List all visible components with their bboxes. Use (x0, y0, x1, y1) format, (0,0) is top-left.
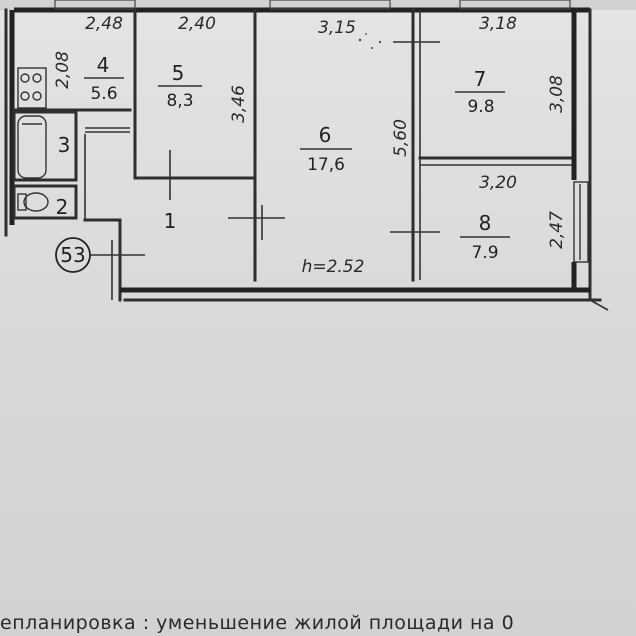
room5-width-dim: 2,40 (178, 14, 216, 34)
window-right (573, 181, 589, 263)
footer-note: епланировка : уменьшение жилой площади н… (0, 612, 515, 634)
room-7-area: 9.8 (467, 97, 494, 117)
room-8-number: 8 (479, 211, 492, 235)
room5-depth-dim: 3,46 (229, 85, 249, 123)
room-3-number: 3 (58, 133, 71, 157)
toilet-bowl (23, 192, 49, 212)
room-5-area: 8,3 (166, 91, 193, 111)
room-1-number: 1 (164, 209, 177, 233)
room6-width-dim: 3,15 (318, 18, 356, 38)
room-4-number: 4 (97, 53, 110, 77)
toilet-room2 (12, 184, 78, 220)
room-5-number: 5 (172, 61, 185, 85)
room-7-number: 7 (474, 67, 487, 91)
room-6-area: 17,6 (307, 155, 345, 175)
bathroom-room3 (12, 110, 78, 182)
window-top-2 (269, 0, 391, 10)
room6-depth-dim: 5,60 (391, 119, 411, 157)
bathtub (17, 115, 47, 179)
room7-depth-dim: 3,08 (547, 75, 567, 113)
room4-depth-dim: 2,08 (53, 51, 73, 89)
room-2-number: 2 (56, 195, 69, 219)
room-4-area: 5.6 (90, 84, 117, 104)
room7-width-dim: 3,18 (479, 14, 517, 34)
window-top-3 (459, 0, 571, 10)
room-8-area: 7.9 (471, 243, 498, 263)
room8-depth-dim: 2,47 (547, 211, 567, 249)
room-6-number: 6 (319, 123, 332, 147)
stove (17, 67, 47, 109)
window-top-1 (54, 0, 136, 10)
room4-width-dim: 2,48 (85, 14, 123, 34)
room8-width-dim: 3,20 (479, 173, 517, 193)
ceiling-height: h=2.52 (302, 257, 365, 277)
apartment-number: 53 (60, 243, 85, 267)
